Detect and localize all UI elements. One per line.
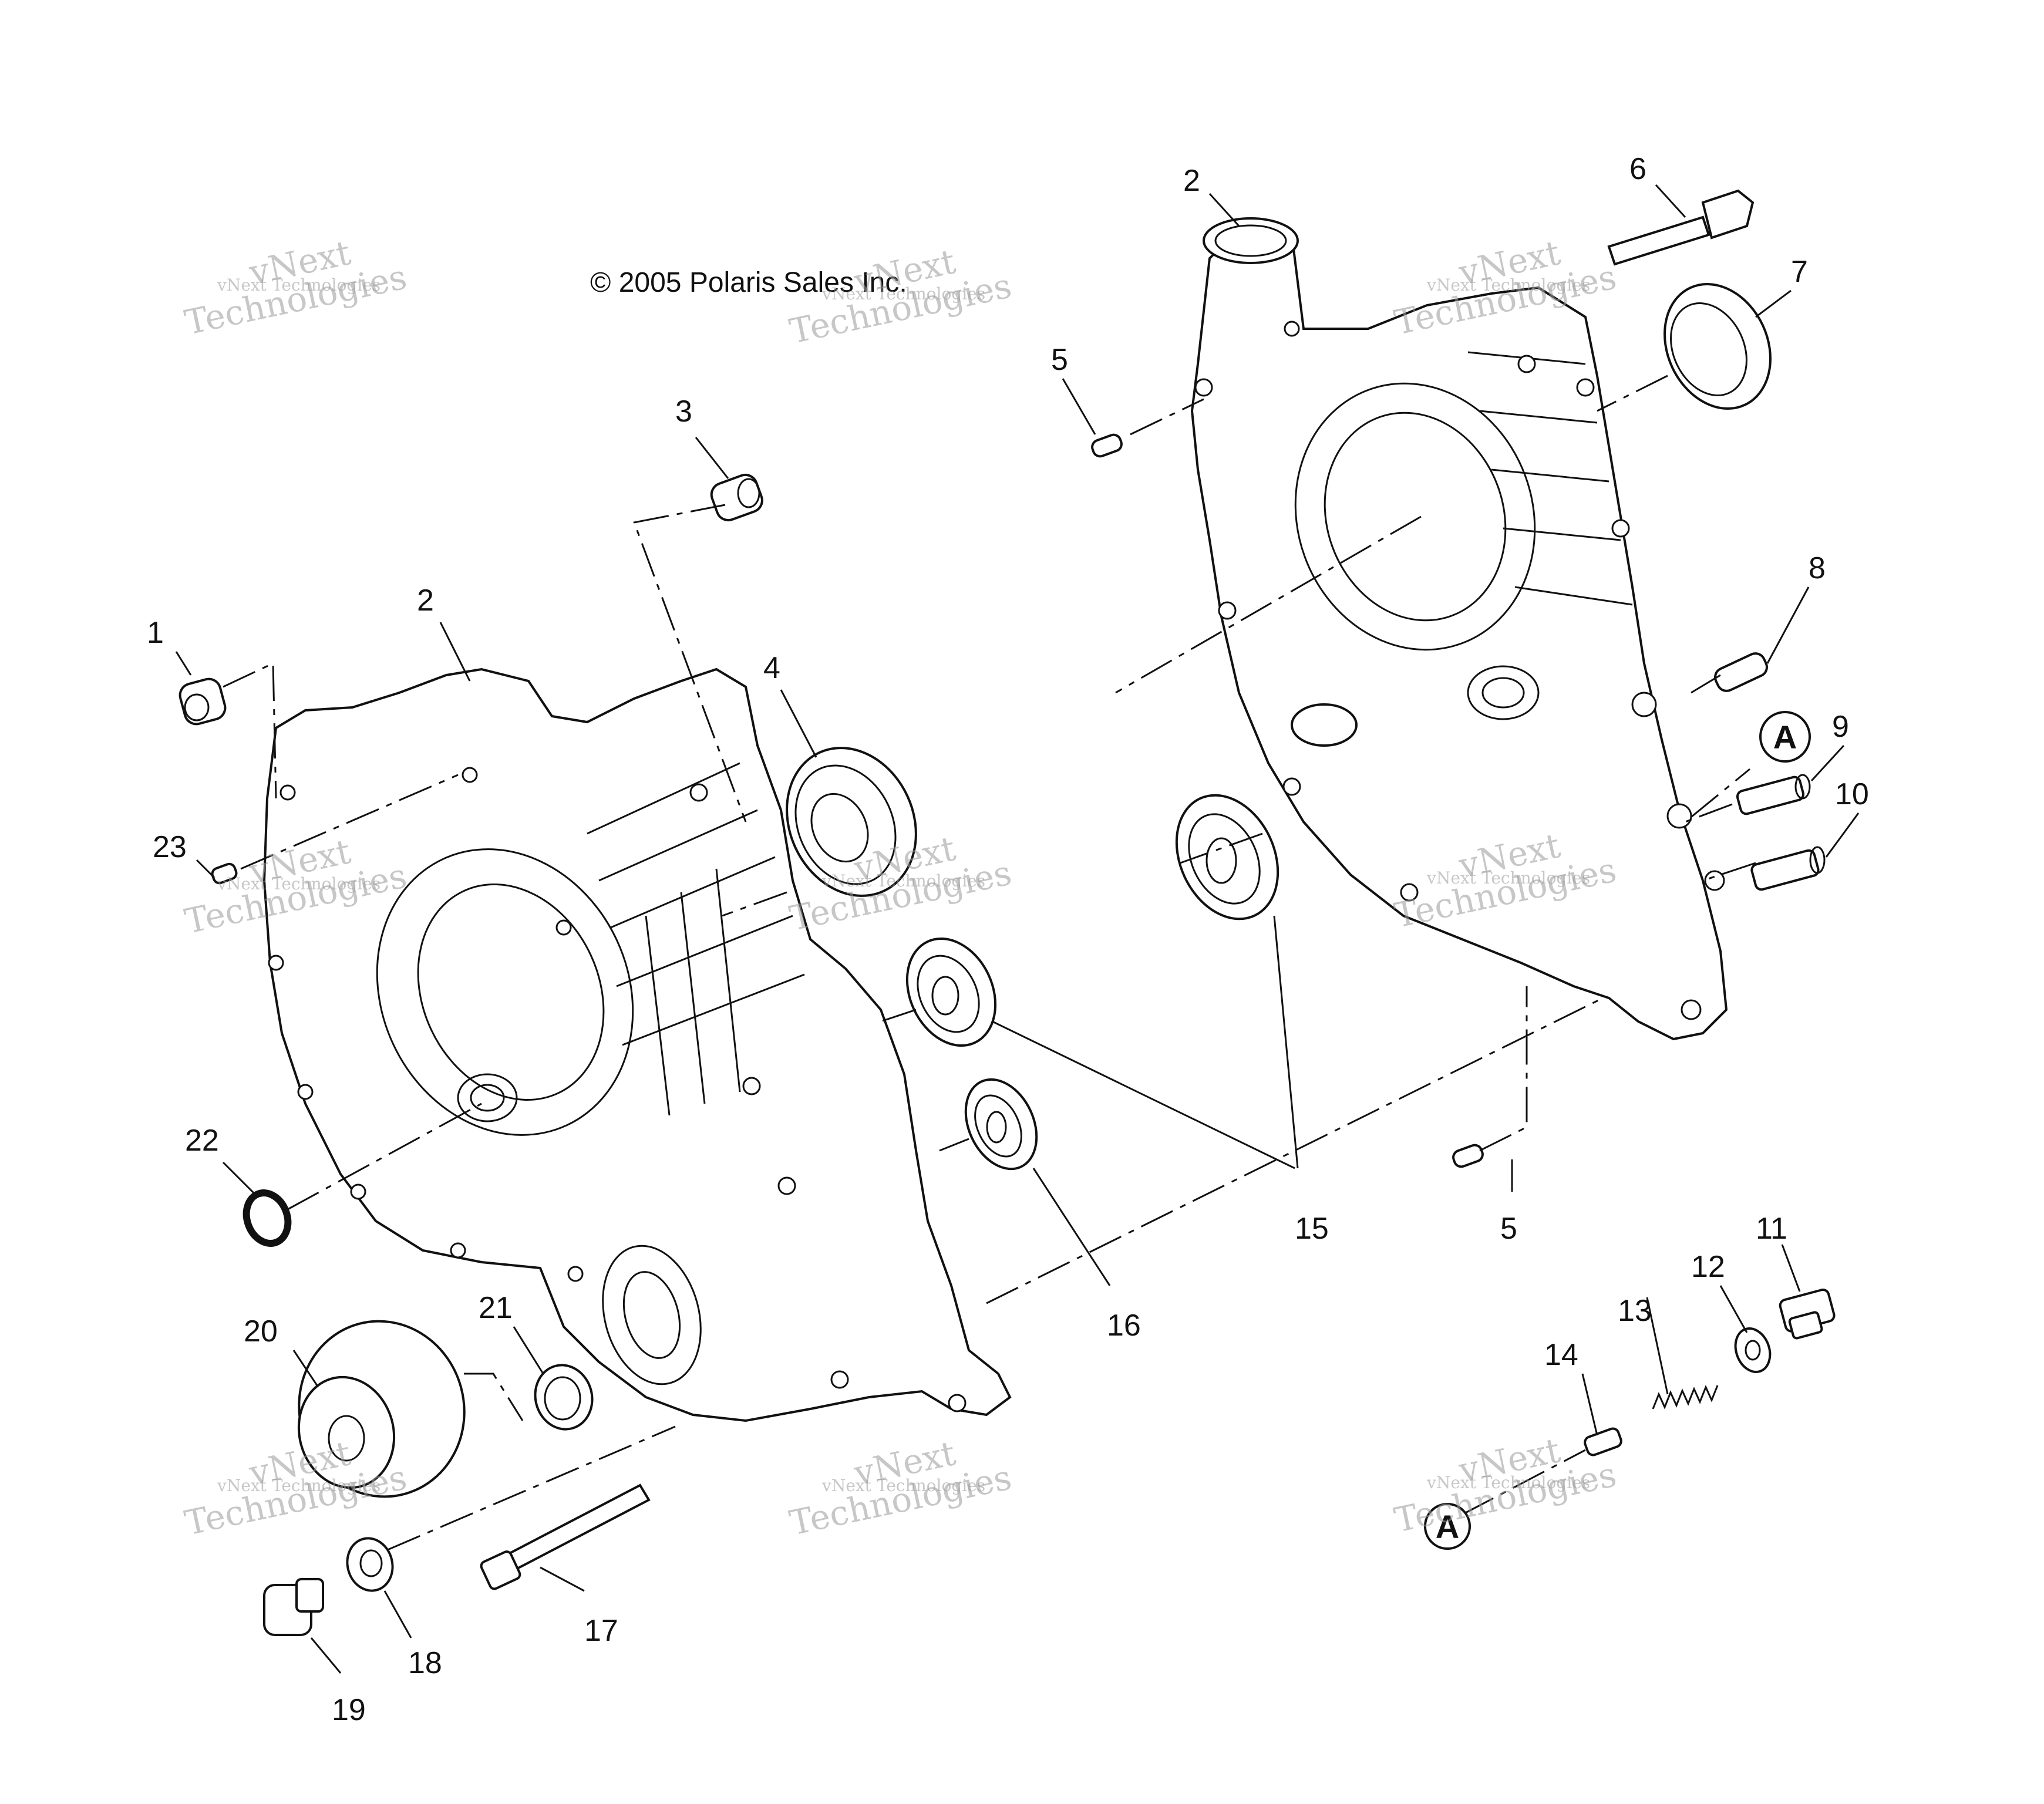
part-16-bearing bbox=[964, 1078, 1038, 1171]
part-9-fitting bbox=[1736, 774, 1811, 815]
callout-8: 8 bbox=[1809, 551, 1826, 585]
copyright-text: © 2005 Polaris Sales Inc. bbox=[590, 267, 907, 298]
callout-4: 4 bbox=[763, 651, 780, 685]
part-22-o-ring bbox=[243, 1189, 292, 1247]
part-1-bushing bbox=[179, 677, 227, 726]
part-10-fitting bbox=[1750, 846, 1826, 891]
callout-labels: 1 2 2 3 4 5 5 6 7 8 9 10 11 12 13 14 15 … bbox=[147, 152, 1869, 1727]
svg-text:vNext Technologies: vNext Technologies bbox=[217, 275, 380, 295]
part-11-plug-bolt bbox=[1779, 1289, 1836, 1340]
callout-16: 16 bbox=[1107, 1309, 1141, 1343]
watermark-1: vNext Technologies vNext Technologies bbox=[181, 232, 410, 343]
callout-13: 13 bbox=[1618, 1294, 1652, 1328]
callout-20: 20 bbox=[244, 1314, 278, 1348]
svg-text:vNext Technologies: vNext Technologies bbox=[1426, 275, 1590, 295]
left-crankcase-half bbox=[262, 667, 1012, 1422]
part-5-dowel-pin-top bbox=[1091, 433, 1123, 458]
leader-lines bbox=[175, 184, 1860, 1674]
part-14-plunger bbox=[1584, 1427, 1622, 1456]
svg-text:vNext Technologies: vNext Technologies bbox=[821, 1476, 985, 1495]
part-17-bolt bbox=[480, 1483, 651, 1590]
callout-14: 14 bbox=[1544, 1338, 1578, 1372]
callout-19: 19 bbox=[332, 1693, 366, 1727]
callout-2-right: 2 bbox=[1183, 164, 1200, 198]
part-20-pulley bbox=[297, 1320, 466, 1498]
svg-text:A: A bbox=[1436, 1508, 1459, 1545]
part-4-bearing bbox=[786, 747, 917, 897]
part-15-bearing-left bbox=[905, 937, 997, 1047]
svg-text:vNext Technologies: vNext Technologies bbox=[217, 1476, 380, 1495]
callout-5-bottom: 5 bbox=[1500, 1212, 1517, 1246]
callout-23: 23 bbox=[153, 830, 187, 864]
callout-15: 15 bbox=[1295, 1212, 1329, 1246]
part-13-spring bbox=[1652, 1385, 1719, 1410]
callout-11: 11 bbox=[1756, 1212, 1787, 1246]
part-15-bearing-right bbox=[1175, 794, 1279, 920]
callout-9: 9 bbox=[1832, 710, 1849, 744]
svg-text:vNext Technologies: vNext Technologies bbox=[217, 874, 380, 893]
callout-18: 18 bbox=[408, 1646, 442, 1680]
callout-2-left: 2 bbox=[417, 584, 434, 618]
callout-17: 17 bbox=[584, 1614, 618, 1648]
right-crankcase-half bbox=[1190, 217, 1728, 1041]
callout-12: 12 bbox=[1691, 1250, 1725, 1284]
part-3-bushing bbox=[710, 473, 763, 522]
callout-21: 21 bbox=[479, 1291, 513, 1325]
callout-10: 10 bbox=[1835, 777, 1869, 811]
svg-text:vNext Technologies: vNext Technologies bbox=[1426, 1473, 1590, 1492]
callout-7: 7 bbox=[1791, 255, 1808, 289]
watermark-8: vNext Technologies vNext Technologies bbox=[786, 1433, 1015, 1543]
part-8-dowel bbox=[1714, 652, 1768, 692]
reference-mark-a-bottom: A bbox=[1424, 1503, 1471, 1550]
svg-text:A: A bbox=[1773, 719, 1797, 756]
svg-text:vNext Technologies: vNext Technologies bbox=[821, 871, 985, 891]
callout-5-top: 5 bbox=[1051, 343, 1068, 377]
svg-text:vNext Technologies: vNext Technologies bbox=[1426, 868, 1590, 888]
part-5-dowel-pin-bottom bbox=[1452, 1144, 1484, 1168]
part-6-bolt bbox=[1607, 189, 1755, 266]
svg-text:vNext Technologies: vNext Technologies bbox=[821, 284, 985, 304]
reference-mark-a-top: A bbox=[1759, 711, 1811, 763]
callout-3: 3 bbox=[675, 394, 692, 429]
part-18-washer bbox=[346, 1537, 394, 1592]
callout-22: 22 bbox=[185, 1124, 219, 1158]
part-7-oil-seal bbox=[1664, 283, 1772, 410]
part-21-seal bbox=[534, 1364, 594, 1431]
callout-6: 6 bbox=[1629, 152, 1646, 186]
part-12-washer bbox=[1734, 1327, 1772, 1373]
callout-1: 1 bbox=[147, 616, 164, 650]
part-19-drain-plug bbox=[263, 1578, 324, 1636]
